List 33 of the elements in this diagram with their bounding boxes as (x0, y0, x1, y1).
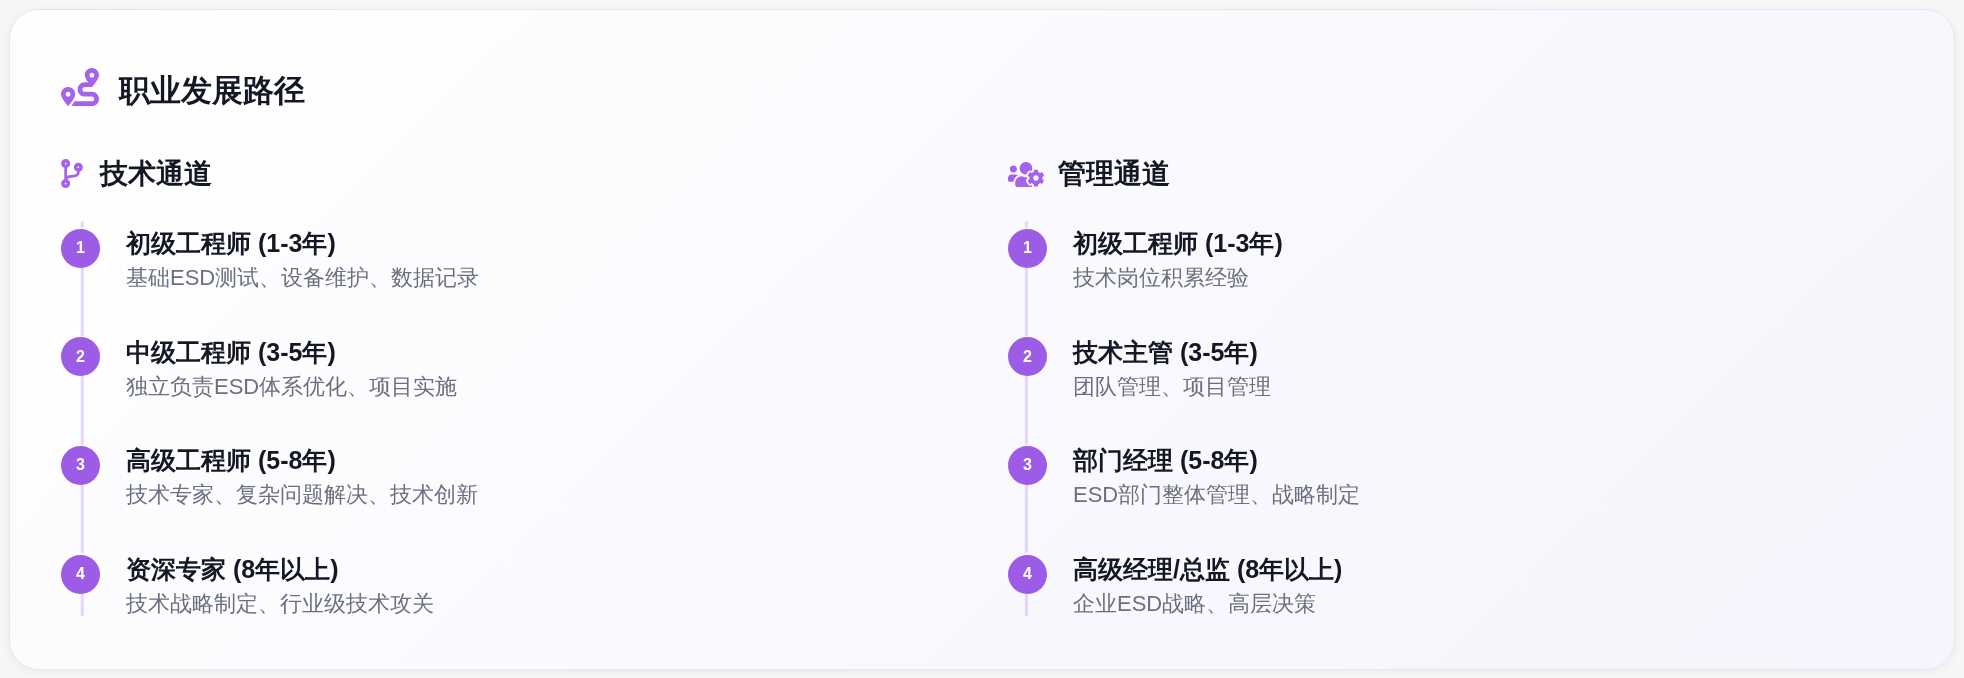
step-title: 中级工程师 (3-5年) (126, 336, 336, 367)
step-title: 高级经理/总监 (8年以上) (1073, 554, 1343, 584)
step-description: 团队管理、项目管理 (1073, 372, 1271, 401)
step-number-circle: 4 (1008, 554, 1047, 594)
section-heading: 管理通道 (1058, 157, 1170, 191)
step-description: 技术专家、复杂问题解决、技术创新 (126, 481, 478, 510)
step-number-circle: 3 (1008, 445, 1047, 485)
step-number-circle: 1 (1008, 228, 1047, 268)
step-description: 技术战略制定、行业级技术攻关 (126, 590, 434, 618)
step-description: 技术岗位积累经验 (1073, 264, 1249, 292)
step-description: ESD部门整体管理、战略制定 (1073, 481, 1361, 510)
step-description: 基础ESD测试、设备维护、数据记录 (126, 264, 480, 292)
timeline-connector (1024, 375, 1028, 445)
timeline-connector (1024, 266, 1028, 337)
step-title: 高级工程师 (5-8年) (126, 445, 336, 476)
step-title: 初级工程师 (1-3年) (126, 228, 336, 258)
step-number-circle: 2 (1008, 337, 1047, 377)
step-title: 技术主管 (3-5年) (1073, 336, 1258, 367)
timeline-connector (80, 375, 84, 445)
diagram-title: 职业发展路径 (119, 72, 305, 110)
timeline-connector (80, 483, 84, 553)
timeline-connector (80, 266, 84, 337)
step-title: 部门经理 (5-8年) (1073, 445, 1258, 476)
step-number-circle: 4 (61, 554, 100, 594)
step-description: 企业ESD战略、高层决策 (1073, 590, 1317, 618)
timeline-connector (1024, 483, 1028, 553)
section-heading: 技术通道 (100, 157, 212, 191)
step-number-circle: 1 (61, 228, 100, 268)
step-number-circle: 2 (61, 337, 100, 377)
step-description: 独立负责ESD体系优化、项目实施 (126, 372, 458, 401)
step-title: 初级工程师 (1-3年) (1073, 228, 1283, 258)
step-title: 资深专家 (8年以上) (126, 554, 339, 584)
step-number-circle: 3 (61, 445, 100, 485)
